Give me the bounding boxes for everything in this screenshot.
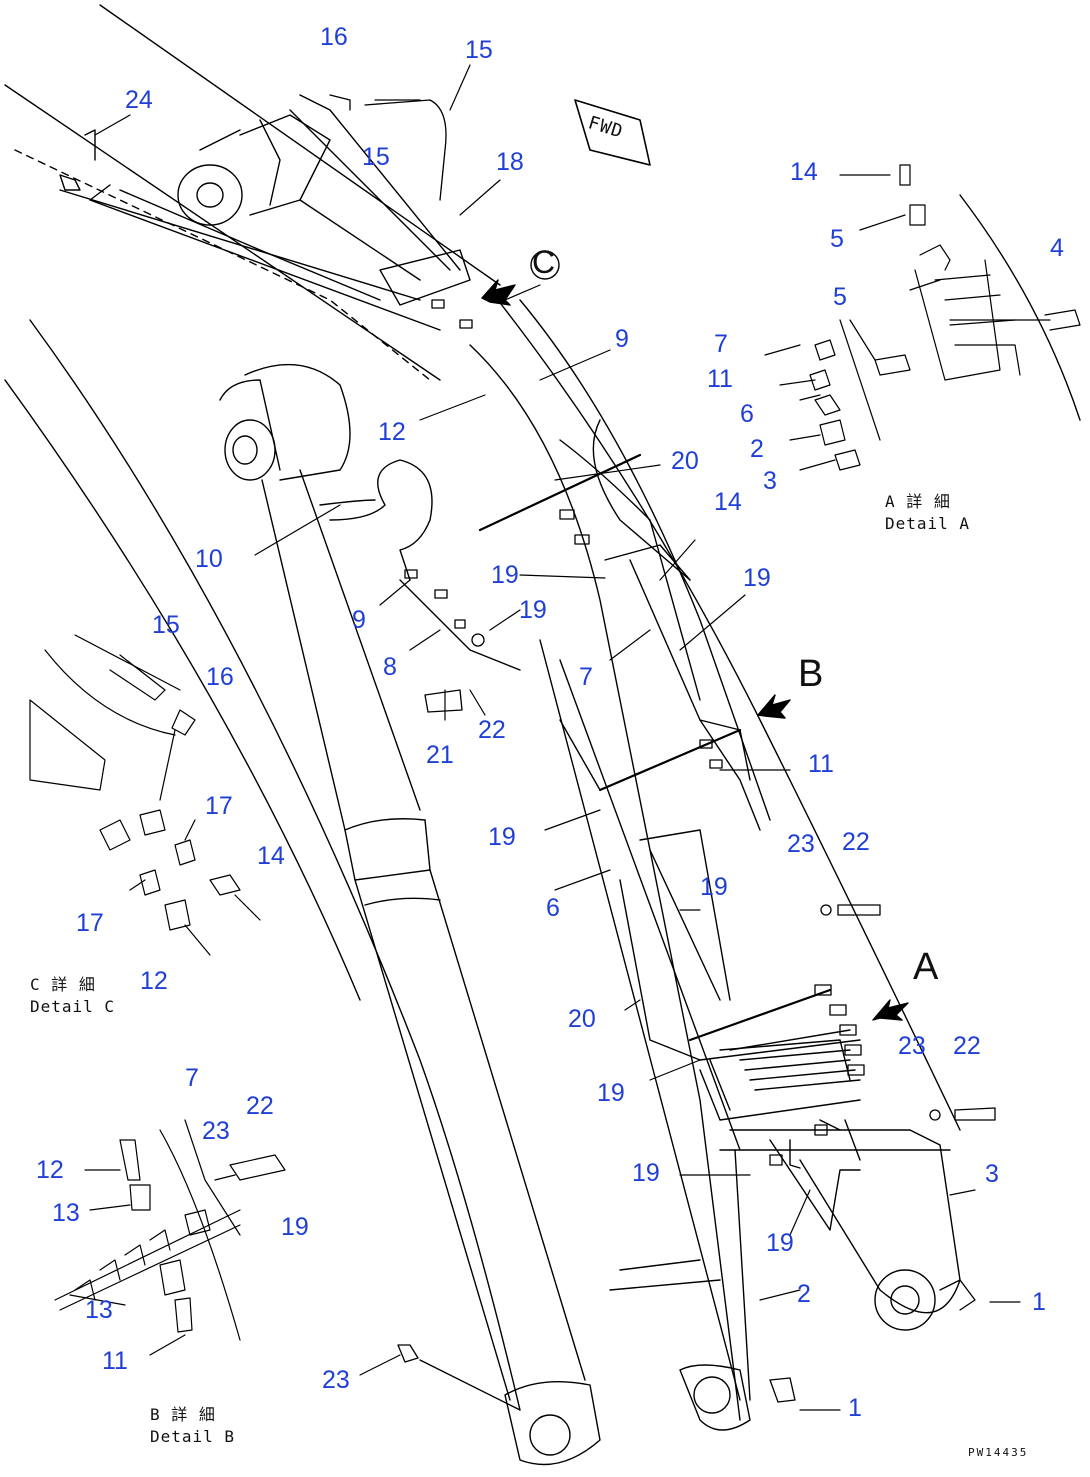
callout: 11 (102, 1347, 128, 1375)
callout: 12 (378, 418, 406, 446)
callout: 5 (833, 283, 847, 311)
boom-upper (4, 4, 501, 381)
detail-c-label-en: Detail C (30, 997, 116, 1016)
callout: 16 (206, 663, 234, 691)
callout: 17 (205, 792, 233, 820)
callout: 22 (953, 1032, 981, 1060)
detail-b-drawing (54, 1119, 286, 1356)
detail-a-label-en: Detail A (885, 514, 971, 533)
callout: 5 (830, 225, 844, 253)
callout: 23 (202, 1117, 230, 1145)
fwd-sign (530, 99, 651, 280)
arm-cylinder (219, 363, 601, 1466)
callout: 19 (597, 1079, 625, 1107)
callout: 7 (185, 1064, 199, 1092)
callout: 13 (52, 1199, 80, 1227)
callout: 6 (740, 400, 754, 428)
callout: 19 (700, 873, 728, 901)
callout: 19 (632, 1159, 660, 1187)
view-letter-a: A (913, 946, 939, 988)
callout: 9 (352, 606, 366, 634)
detail-a-drawing (764, 164, 1081, 471)
callout: 24 (125, 86, 153, 114)
callout: 15 (362, 143, 390, 171)
boom-outline (4, 194, 1081, 1411)
callout: 12 (140, 967, 168, 995)
callout: 1 (1032, 1288, 1046, 1316)
leader-lines (94, 64, 1021, 1411)
callout: 15 (465, 36, 493, 64)
callout: 17 (76, 909, 104, 937)
callout: 15 (152, 611, 180, 639)
callout: 22 (246, 1092, 274, 1120)
detail-c-drawing (29, 634, 261, 956)
callout: 2 (750, 435, 764, 463)
callout: 11 (808, 750, 834, 778)
callout: 8 (383, 653, 397, 681)
callout: 19 (281, 1213, 309, 1241)
callout: 23 (898, 1032, 926, 1060)
callout: 20 (671, 447, 699, 475)
callout: 9 (615, 325, 629, 353)
callout: 19 (491, 561, 519, 589)
callout: 12 (36, 1156, 64, 1184)
callout: 16 (320, 23, 348, 51)
callout: 11 (707, 365, 733, 393)
callout: 6 (546, 894, 560, 922)
detail-c-label-jp: C 詳 細 (30, 975, 96, 994)
callout: 22 (478, 716, 506, 744)
callout: 19 (743, 564, 771, 592)
callout: 10 (195, 545, 223, 573)
callout: 19 (488, 823, 516, 851)
hose-loop (319, 459, 521, 671)
view-letter-c: C (532, 244, 556, 280)
callout: 4 (1050, 234, 1064, 262)
callout: 14 (714, 488, 742, 516)
detail-a-label-jp: A 詳 細 (885, 492, 951, 511)
callout: 3 (985, 1160, 999, 1188)
callout: 23 (322, 1366, 350, 1394)
callout: 19 (519, 596, 547, 624)
callout: 14 (790, 158, 818, 186)
callout: 18 (496, 148, 524, 176)
view-letter-b: B (798, 653, 824, 695)
fittings (329, 94, 996, 1411)
callout: 7 (714, 330, 728, 358)
callout: 21 (426, 741, 454, 769)
callout: 14 (257, 842, 285, 870)
callout: 19 (766, 1229, 794, 1257)
detail-b-label-jp: B 詳 細 (150, 1405, 216, 1424)
detail-b-label-en: Detail B (150, 1427, 236, 1446)
arm-body (469, 299, 961, 1431)
callout: 22 (842, 828, 870, 856)
callout: 3 (763, 467, 777, 495)
callout: 23 (787, 830, 815, 858)
callout: 7 (579, 663, 593, 691)
view-arrows (481, 279, 909, 1021)
callout: 13 (85, 1296, 113, 1324)
drawing-code: PW14435 (968, 1446, 1029, 1459)
callout: 1 (848, 1394, 862, 1422)
callout: 2 (797, 1280, 811, 1308)
callout: 20 (568, 1005, 596, 1033)
